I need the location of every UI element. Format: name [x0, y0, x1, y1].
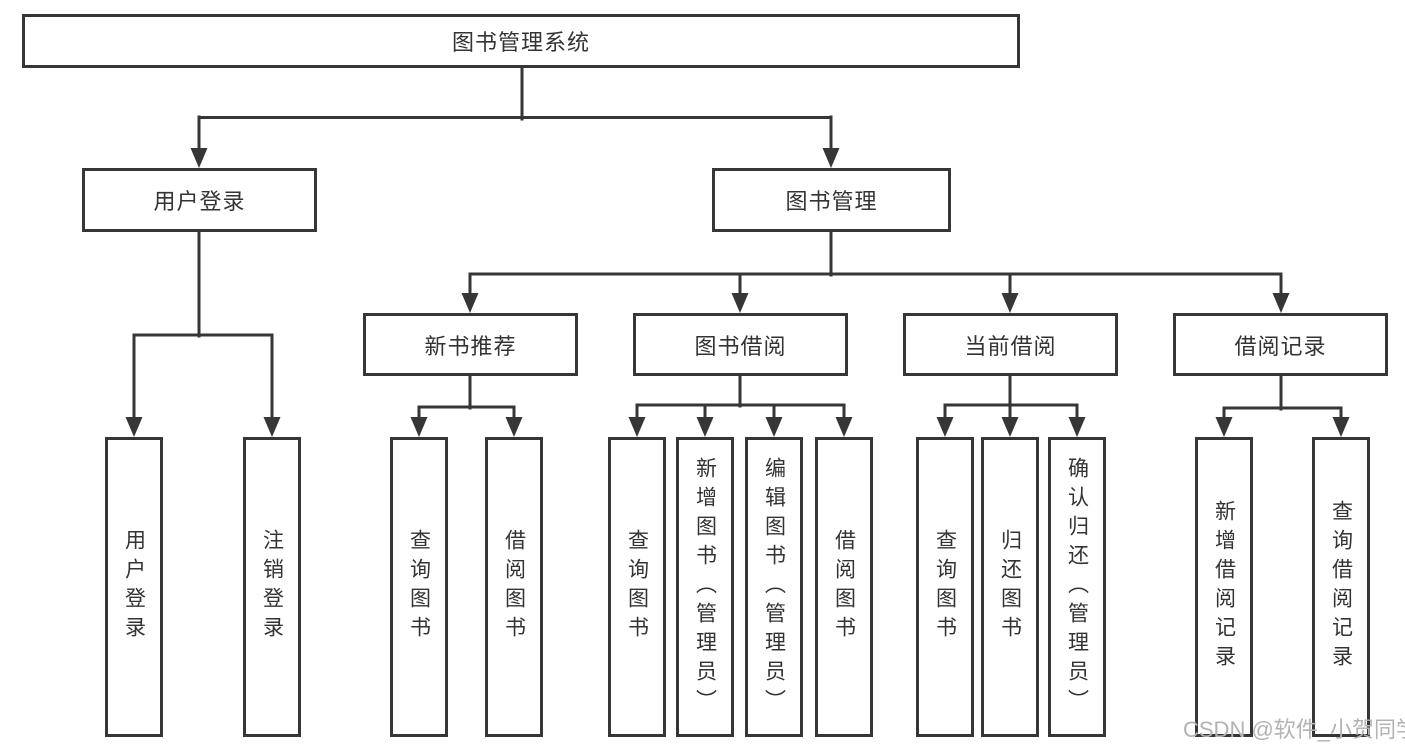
leaf-query-books-current: 查询图书 — [916, 437, 974, 737]
node-book-borrowing-label: 图书借阅 — [694, 333, 787, 359]
leaf-confirm-return-admin-label: 确认归还（管理员） — [1065, 456, 1089, 718]
leaf-query-books-current-label: 查询图书 — [933, 529, 957, 645]
leaf-add-books-admin-label: 新增图书（管理员） — [693, 456, 717, 718]
leaf-query-books-borrowing-label: 查询图书 — [625, 529, 649, 645]
leaf-query-books-recommend-label: 查询图书 — [407, 529, 431, 645]
node-borrowing-records: 借阅记录 — [1173, 313, 1388, 376]
node-book-borrowing: 图书借阅 — [633, 313, 848, 376]
node-book-management: 图书管理 — [712, 168, 951, 232]
leaf-edit-books-admin-label: 编辑图书（管理员） — [762, 456, 786, 718]
node-new-book-recommendation-label: 新书推荐 — [424, 333, 517, 359]
leaf-add-borrow-record-label: 新增借阅记录 — [1212, 500, 1236, 674]
leaf-query-books-borrowing: 查询图书 — [608, 437, 666, 737]
watermark: CSDN @软件_小贺同学 — [1183, 717, 1405, 742]
leaf-edit-books-admin: 编辑图书（管理员） — [745, 437, 803, 737]
leaf-borrow-books-recommend: 借阅图书 — [485, 437, 543, 737]
leaf-add-borrow-record: 新增借阅记录 — [1195, 437, 1253, 737]
leaf-logout: 注销登录 — [243, 437, 301, 737]
leaf-query-books-recommend: 查询图书 — [390, 437, 448, 737]
leaf-confirm-return-admin: 确认归还（管理员） — [1048, 437, 1106, 737]
node-new-book-recommendation: 新书推荐 — [363, 313, 578, 376]
node-library-system: 图书管理系统 — [22, 14, 1020, 68]
leaf-user-login: 用户登录 — [105, 437, 163, 737]
node-current-borrowing: 当前借阅 — [903, 313, 1118, 376]
node-book-management-label: 图书管理 — [785, 189, 878, 214]
leaf-return-books-label: 归还图书 — [998, 529, 1022, 645]
leaf-add-books-admin: 新增图书（管理员） — [676, 437, 734, 737]
leaf-logout-label: 注销登录 — [260, 529, 284, 645]
leaf-user-login-label: 用户登录 — [122, 529, 146, 645]
leaf-return-books: 归还图书 — [981, 437, 1039, 737]
node-user-login: 用户登录 — [82, 168, 317, 232]
node-current-borrowing-label: 当前借阅 — [964, 333, 1057, 359]
node-user-login-label: 用户登录 — [153, 189, 246, 214]
leaf-query-borrow-record-label: 查询借阅记录 — [1329, 500, 1353, 674]
leaf-borrow-books-borrowing-label: 借阅图书 — [832, 529, 856, 645]
leaf-borrow-books-recommend-label: 借阅图书 — [502, 529, 526, 645]
node-library-system-label: 图书管理系统 — [451, 30, 590, 55]
leaf-query-borrow-record: 查询借阅记录 — [1312, 437, 1370, 737]
leaf-borrow-books-borrowing: 借阅图书 — [815, 437, 873, 737]
node-borrowing-records-label: 借阅记录 — [1234, 333, 1327, 359]
